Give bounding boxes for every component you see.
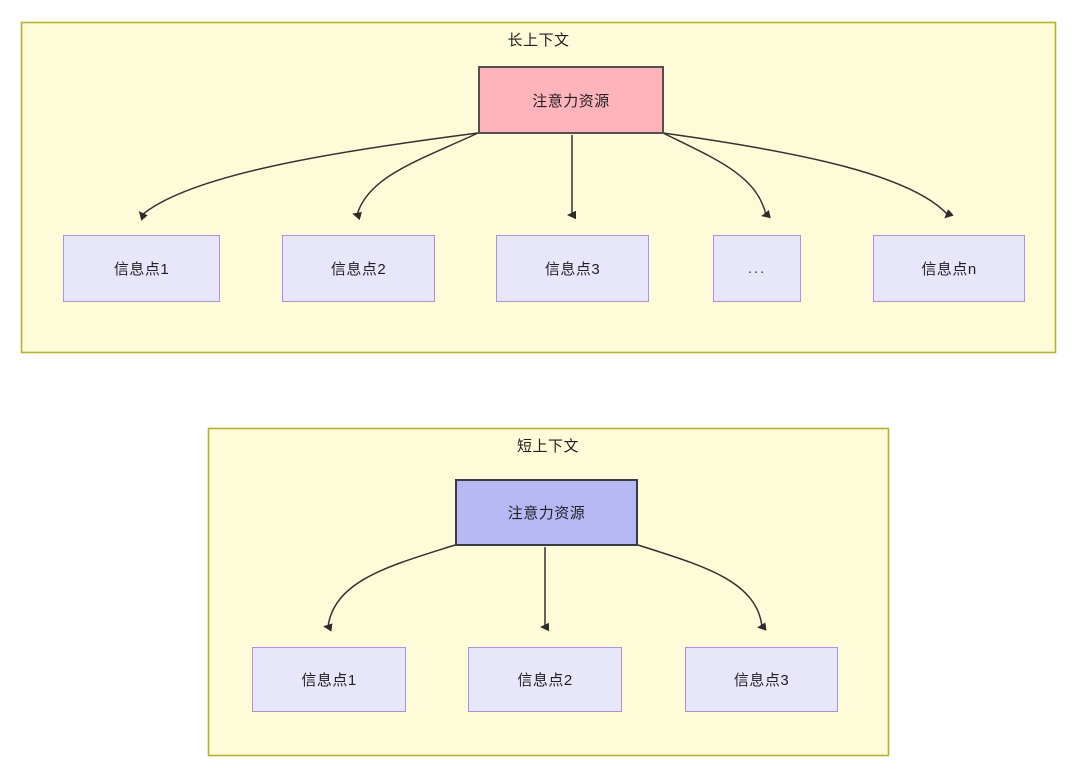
node-info-point-ellipsis-long[interactable]: ... <box>713 235 801 302</box>
node-info-point-n-long[interactable]: 信息点n <box>873 235 1025 302</box>
node-attention-resource-short[interactable]: 注意力资源 <box>455 479 638 546</box>
node-info-point-1-long[interactable]: 信息点1 <box>63 235 220 302</box>
edge-long-to-info-2 <box>352 132 479 221</box>
node-info-point-3-short[interactable]: 信息点3 <box>685 647 838 712</box>
edge-short-to-info-1 <box>323 544 456 632</box>
node-info-point-2-short[interactable]: 信息点2 <box>468 647 622 712</box>
edge-long-to-info-n <box>662 132 954 219</box>
node-info-point-3-long[interactable]: 信息点3 <box>496 235 649 302</box>
panel-title-long-context: 长上下文 <box>507 32 570 49</box>
node-attention-resource-long[interactable]: 注意力资源 <box>478 66 664 134</box>
node-info-point-1-short[interactable]: 信息点1 <box>252 647 406 712</box>
node-info-point-2-long[interactable]: 信息点2 <box>282 235 435 302</box>
edge-long-to-info-ellipsis <box>662 132 771 219</box>
edge-long-to-info-1 <box>138 132 479 221</box>
edge-short-to-info-3 <box>637 544 767 631</box>
panel-title-short-context: 短上下文 <box>516 438 579 455</box>
